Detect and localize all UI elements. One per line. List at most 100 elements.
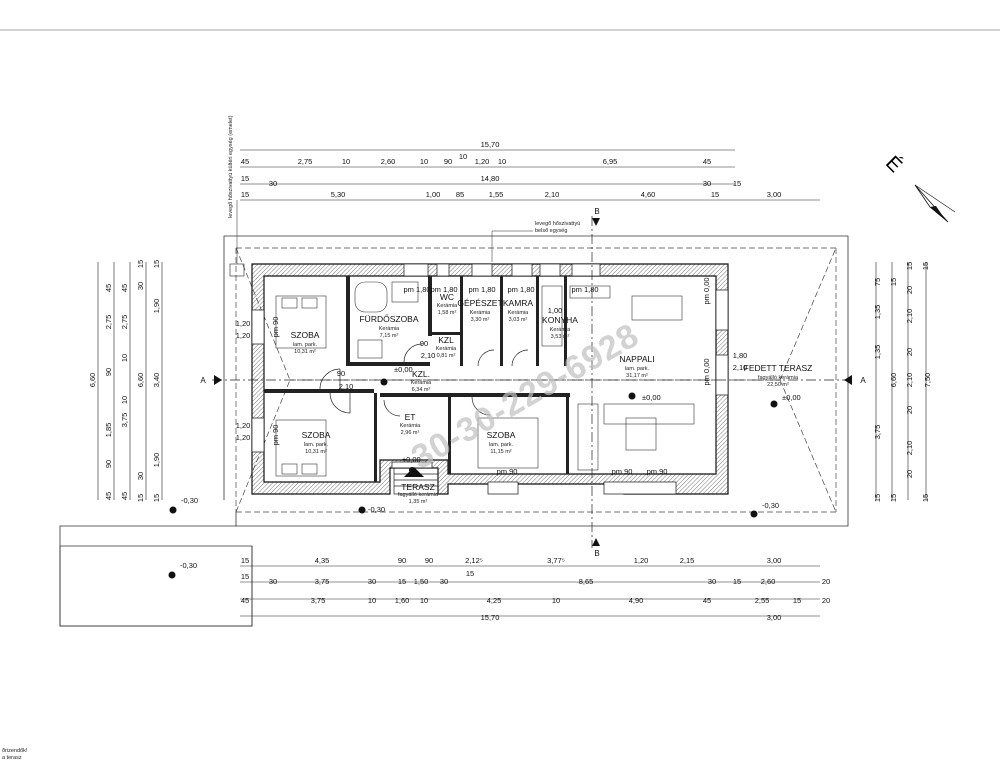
dim-left: 45 (120, 284, 129, 292)
dim-bottom: 3,75 (315, 577, 330, 586)
window-label: pm 1,80 (571, 285, 598, 294)
dim-bottom: 45 (703, 596, 711, 605)
inner-dim: 90 (337, 369, 345, 378)
dim-top: 6,95 (603, 157, 618, 166)
dim-top: 45 (703, 157, 711, 166)
dim-right: 15 (905, 262, 914, 270)
dim-bottom: 15 (241, 556, 249, 565)
dim-top: 2,75 (298, 157, 313, 166)
dim-top: 10 (459, 152, 467, 161)
dim-left: 45 (104, 492, 113, 500)
level-markers: ±0,00 ±0,00 ±0,00 ±0,00 -0,30 -0,30 -0,3… (180, 365, 801, 570)
north-label: É (881, 151, 907, 177)
window-label: pm 90 (497, 467, 518, 476)
window-label-vert: pm 90 (271, 317, 280, 338)
room-area: 31,17 m² (626, 373, 648, 379)
dims-bottom: 15 4,35 90 90 2,12⁵ 3,77⁵ 1,20 2,15 3,00… (241, 556, 830, 622)
indoor-unit-note-1: levegő hőszivattyú (535, 221, 580, 227)
dim-left: 15 (136, 494, 145, 502)
level-label: -0,30 (368, 505, 385, 514)
dim-bottom: 15 (733, 577, 741, 586)
level-symbols (168, 378, 778, 579)
dim-top: 10 (342, 157, 350, 166)
dim-bottom: 20 (822, 577, 830, 586)
room-wc: WC Kerámia 1,58 m² (437, 292, 458, 316)
dim-bottom: 10 (552, 596, 560, 605)
dim-bottom: 3,75 (311, 596, 326, 605)
window-label-vert: pm 90 (271, 425, 280, 446)
room-kzl-small: KZL Kerámia 0,81 m² (436, 335, 457, 359)
room-floor: Kerámia (470, 310, 491, 316)
room-name: SZOBA (302, 430, 331, 440)
room-area: 11,15 m² (490, 449, 511, 455)
dim-right: 3,75 (873, 425, 882, 440)
room-area: 2,96 m² (401, 430, 420, 436)
section-a-left-label: A (200, 376, 206, 385)
window-label: pm 90 (612, 467, 633, 476)
dim-left: 45 (104, 284, 113, 292)
dim-bottom: 20 (822, 596, 830, 605)
dim-top: 2,10 (545, 190, 560, 199)
level-label: ±0,00 (402, 455, 421, 464)
dim-bottom: 15 (241, 572, 249, 581)
dim-right: 7,50 (923, 373, 932, 388)
room-name: WC (440, 292, 454, 302)
indoor-unit-note-2: belső egység (535, 228, 567, 234)
window-label-vert: pm 0,00 (702, 277, 711, 304)
dims-left: 6,60 45 2,75 90 1,85 90 45 45 2,75 10 3,… (88, 260, 161, 502)
room-area: 3,30 m² (471, 317, 490, 323)
dim-top: 15 (241, 174, 249, 183)
room-floor: Kerámia (508, 310, 529, 316)
dim-bottom: 1,20 (634, 556, 649, 565)
room-name: ET (405, 412, 416, 422)
dim-left: 2,75 (104, 315, 113, 330)
room-name: KONYHA (542, 315, 578, 325)
dims-right: 75 1,35 1,35 3,75 15 15 6,60 15 20 2,10 … (873, 262, 932, 502)
room-kamra: KAMRA Kerámia 3,03 m² (503, 298, 534, 323)
dim-left: 2,75 (120, 315, 129, 330)
outdoor-unit-note: levegő hőszivattyú kültéri egység (emele… (228, 115, 234, 218)
room-floor: Kerámia (411, 380, 432, 386)
corner-note-1: őrizendők! (2, 748, 28, 754)
inner-dim: 1,20 (236, 331, 251, 340)
dim-top: 85 (456, 190, 464, 199)
dim-left: 3,40 (152, 373, 161, 388)
room-floor: Kerámia (550, 327, 571, 333)
room-name: GÉPÉSZET (457, 298, 502, 308)
dim-top: 10 (420, 157, 428, 166)
windows (251, 263, 729, 495)
inner-dim: 2,10 (421, 351, 436, 360)
room-gepeszet: GÉPÉSZET Kerámia 3,30 m² (457, 298, 502, 323)
internal-walls (264, 276, 570, 482)
dim-bottom: 10 (420, 596, 428, 605)
dim-bottom: 10 (368, 596, 376, 605)
dim-bottom: 30 (368, 577, 376, 586)
room-name: FEDETT TERASZ (744, 363, 813, 373)
room-terasz: TERASZ fagyálló kerámia 1,35 m² (398, 482, 439, 505)
dim-top: 1,20 (475, 157, 490, 166)
room-konyha: KONYHA Kerámia 3,53 m² (542, 315, 578, 340)
dim-right: 15 (889, 278, 898, 286)
dim-right: 2,10 (905, 309, 914, 324)
window-label-vert: pm 0,00 (702, 358, 711, 385)
dim-right: 15 (873, 494, 882, 502)
dim-top: 14,80 (481, 174, 500, 183)
dim-left: 45 (120, 492, 129, 500)
dim-bottom: 3,00 (767, 556, 782, 565)
level-label: -0,30 (180, 561, 197, 570)
level-label: ±0,00 (394, 365, 413, 374)
section-a-right-label: A (860, 376, 866, 385)
dim-left: 1,90 (152, 453, 161, 468)
dim-top: 1,55 (489, 190, 504, 199)
inner-dim: 2,10 (733, 363, 748, 372)
dim-left: 3,75 (120, 413, 129, 428)
dim-bottom: 2,60 (761, 577, 776, 586)
room-name: KZL (438, 335, 454, 345)
dim-right: 2,10 (905, 441, 914, 456)
dim-top: 2,60 (381, 157, 396, 166)
dim-bottom: 30 (269, 577, 277, 586)
north-arrow-icon (914, 184, 956, 223)
room-area: 0,81 m² (437, 353, 456, 359)
dim-left: 10 (120, 396, 129, 404)
